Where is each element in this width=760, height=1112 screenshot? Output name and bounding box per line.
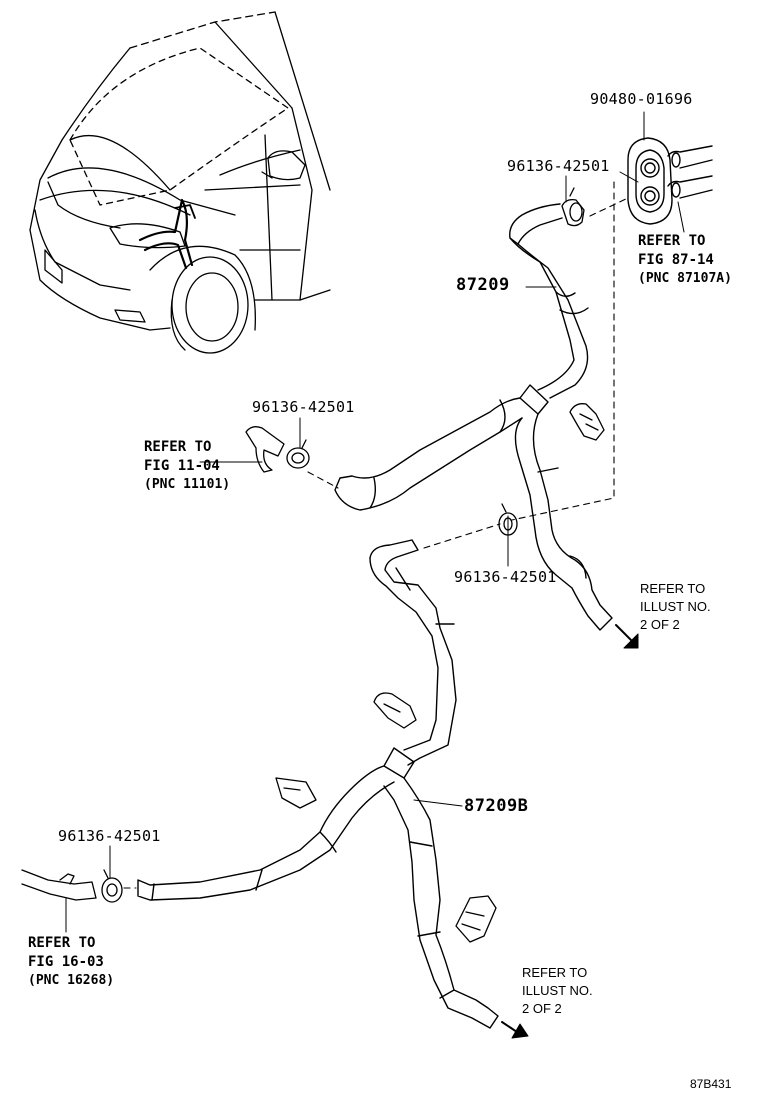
hose-clip-lower-b-icon [275,777,317,809]
clamp-left-icon[interactable] [286,439,310,469]
ref-illust-upper[interactable]: REFER TO ILLUST NO. 2 OF 2 [640,582,711,636]
ref-fig-87-14-line3: (PNC 87107A) [638,271,732,286]
pipe-bottom-fig-16-03 [21,869,97,901]
ref-fig-16-03-line3: (PNC 16268) [28,973,115,988]
hose-clip-lower-a-icon [373,692,417,729]
ref-illust-lower-line3: 2 OF 2 [522,1001,562,1016]
ref-fig-16-03-line1: REFER TO [28,935,96,951]
label-clamp-bottom[interactable]: 96136-42501 [58,827,161,845]
hose-clip-upper-icon [569,403,605,441]
ref-fig-11-04-line1: REFER TO [144,439,212,455]
leader-lines [65,111,685,933]
dashed-connection-lines [123,181,629,889]
heater-hose-87209B[interactable] [137,539,499,1029]
hose-clip-lower-c-icon [455,895,497,943]
ref-illust-upper-line1: REFER TO [640,581,706,596]
ref-illust-lower-line1: REFER TO [522,965,588,980]
arrowhead-lower-icon [511,1023,529,1039]
clamp-bottom-icon[interactable] [101,869,123,903]
ref-fig-11-04[interactable]: REFER TO FIG 11-04 (PNC 11101) [144,440,230,496]
label-clamp-middle[interactable]: 96136-42501 [454,568,557,586]
ref-illust-lower[interactable]: REFER TO ILLUST NO. 2 OF 2 [522,966,593,1020]
figure-id: 87B431 [690,1077,732,1091]
heater-hose-87209[interactable] [334,203,613,631]
label-hose-upper[interactable]: 87209 [456,275,510,295]
label-grommet-part[interactable]: 90480-01696 [590,90,693,108]
ref-illust-upper-line2: ILLUST NO. [640,599,711,614]
vehicle-illustration [29,11,331,354]
label-clamp-top[interactable]: 96136-42501 [507,157,610,175]
ref-illust-lower-line2: ILLUST NO. [522,983,593,998]
pipe-left-fig-11-04 [245,426,285,473]
ref-fig-16-03[interactable]: REFER TO FIG 16-03 (PNC 16268) [28,936,114,992]
ref-fig-87-14[interactable]: REFER TO FIG 87-14 (PNC 87107A) [638,234,732,290]
label-hose-lower[interactable]: 87209B [464,796,529,816]
ref-fig-11-04-line3: (PNC 11101) [144,477,231,492]
arrowhead-upper-icon [623,633,639,649]
ref-fig-87-14-line2: FIG 87-14 [638,252,714,268]
label-clamp-left[interactable]: 96136-42501 [252,398,355,416]
ref-fig-16-03-line2: FIG 16-03 [28,954,104,970]
ref-illust-upper-line3: 2 OF 2 [640,617,680,632]
ref-fig-87-14-line1: REFER TO [638,233,706,249]
clamp-top-icon[interactable] [561,187,585,227]
grommet-icon[interactable] [627,137,713,225]
ref-fig-11-04-line2: FIG 11-04 [144,458,220,474]
